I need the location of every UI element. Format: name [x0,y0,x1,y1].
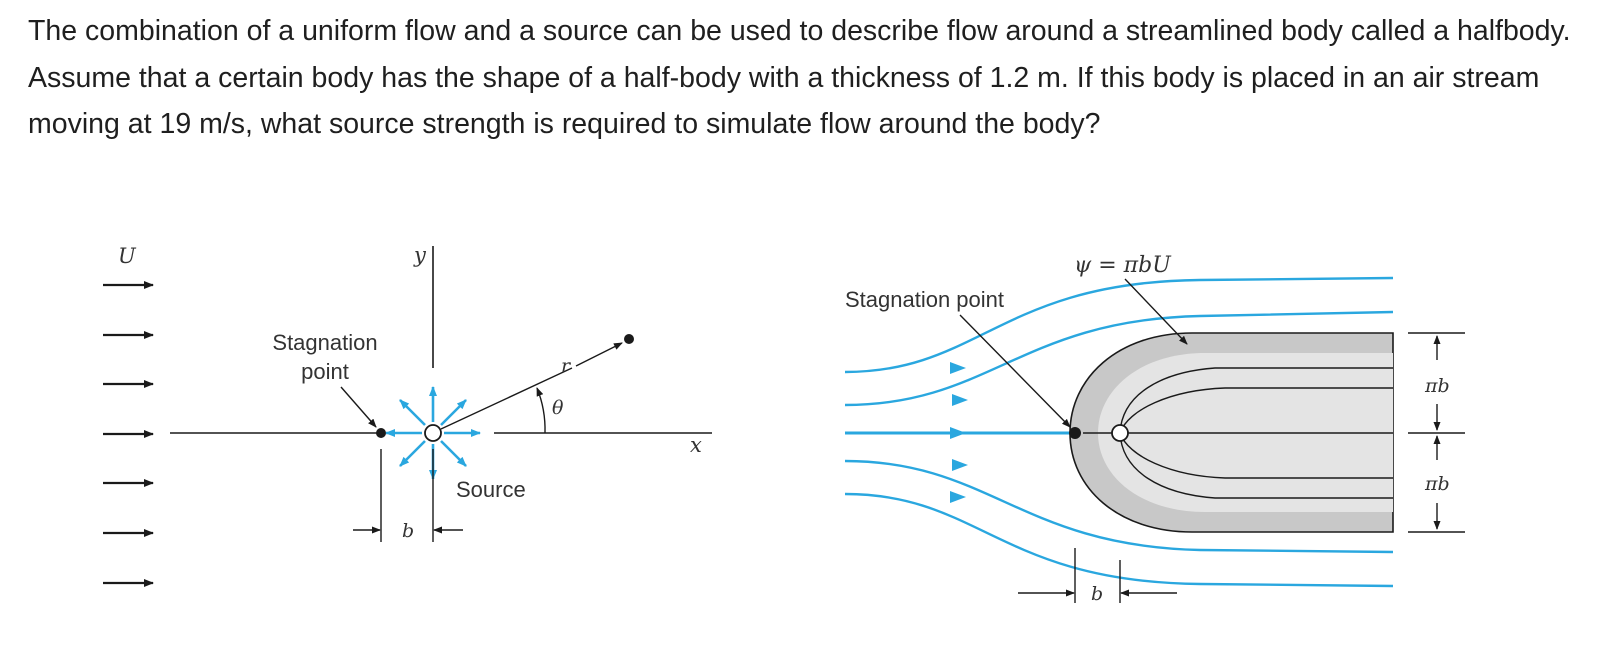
source-point-right [1111,424,1129,442]
question-text: The combination of a uniform flow and a … [28,15,1571,140]
right-figure: ψ = πbU Stagnation point πb πb b [844,253,1465,605]
stagnation-label-right: Stagnation point [845,287,1004,312]
stagnation-leader-left [340,386,377,428]
streamline-arrowheads [950,362,968,503]
radial-arrow [399,440,426,467]
streamline-arrowhead [952,394,968,406]
uniform-flow-label: U [118,244,137,268]
radial-arrow [440,440,467,467]
radius-arrow [575,342,623,367]
radius-label: r [561,355,572,377]
field-point [624,334,634,344]
streamline-arrowhead [950,491,966,503]
streamline-arrowhead [950,362,966,374]
left-figure: U y x [103,243,712,587]
radius-line [440,367,573,430]
source-label: Source [456,477,526,502]
streamline-arrowhead [952,459,968,471]
inner-streamline [1119,432,1393,479]
stagnation-label-left-line1: Stagnation [272,330,377,355]
stagnation-point-dot [376,428,386,438]
inner-streamlines [1083,367,1393,499]
stagnation-point-right-dot [1069,427,1081,439]
inner-streamline [1119,387,1393,434]
streamline-arrowhead [950,427,966,439]
y-axis-label: y [413,243,427,267]
radial-arrow [440,399,467,426]
streamfunction-leader [1124,278,1188,345]
distance-label-right: b [1091,583,1103,605]
angle-label: θ [552,397,564,419]
half-thickness-label-upper: πb [1424,375,1450,397]
stagnation-label-left-line2: point [301,359,349,384]
distance-label-left: b [402,520,414,542]
streamline [844,310,1394,407]
angle-arc [536,387,546,434]
source-point [424,424,442,442]
streamline [844,492,1394,588]
x-axis-label: x [690,433,702,457]
source-radial-arrows [385,386,481,480]
radial-arrow [399,399,426,426]
half-thickness-label-lower: πb [1424,473,1450,495]
inner-streamline [1119,367,1393,434]
uniform-flow-arrows [103,281,154,587]
thickness-dimension [1408,332,1465,533]
streamline [844,276,1394,374]
inner-streamline [1119,432,1393,499]
streamline [844,459,1394,554]
stagnation-leader-right [959,314,1071,428]
streamfunction-label: ψ = πbU [1074,253,1172,278]
